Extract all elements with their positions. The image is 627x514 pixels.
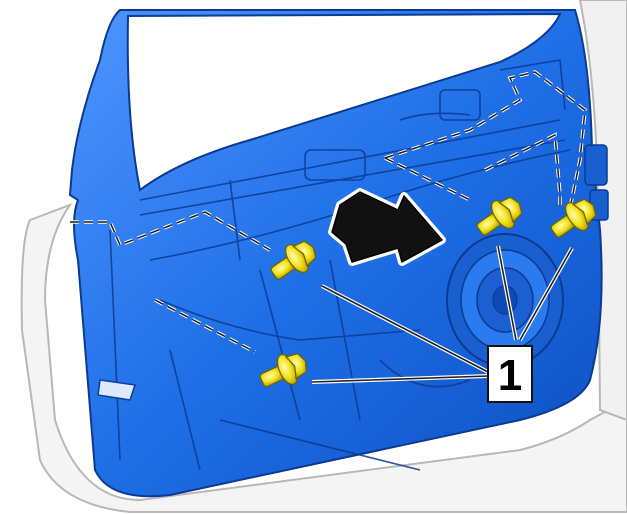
speaker	[446, 233, 564, 367]
dashed-guides-dark	[70, 71, 586, 353]
bolt-icon	[259, 352, 307, 388]
inner-structure	[97, 59, 571, 471]
window-opening	[126, 12, 562, 192]
body-frame	[20, 202, 627, 513]
bolt-icon	[476, 196, 523, 236]
leader-lines-dark	[311, 245, 573, 383]
callout-box: 1	[487, 345, 533, 403]
bolt-icon	[270, 240, 317, 280]
bolt-icon	[550, 198, 597, 238]
direction-arrow-icon	[328, 188, 446, 266]
callout-number: 1	[498, 351, 522, 400]
